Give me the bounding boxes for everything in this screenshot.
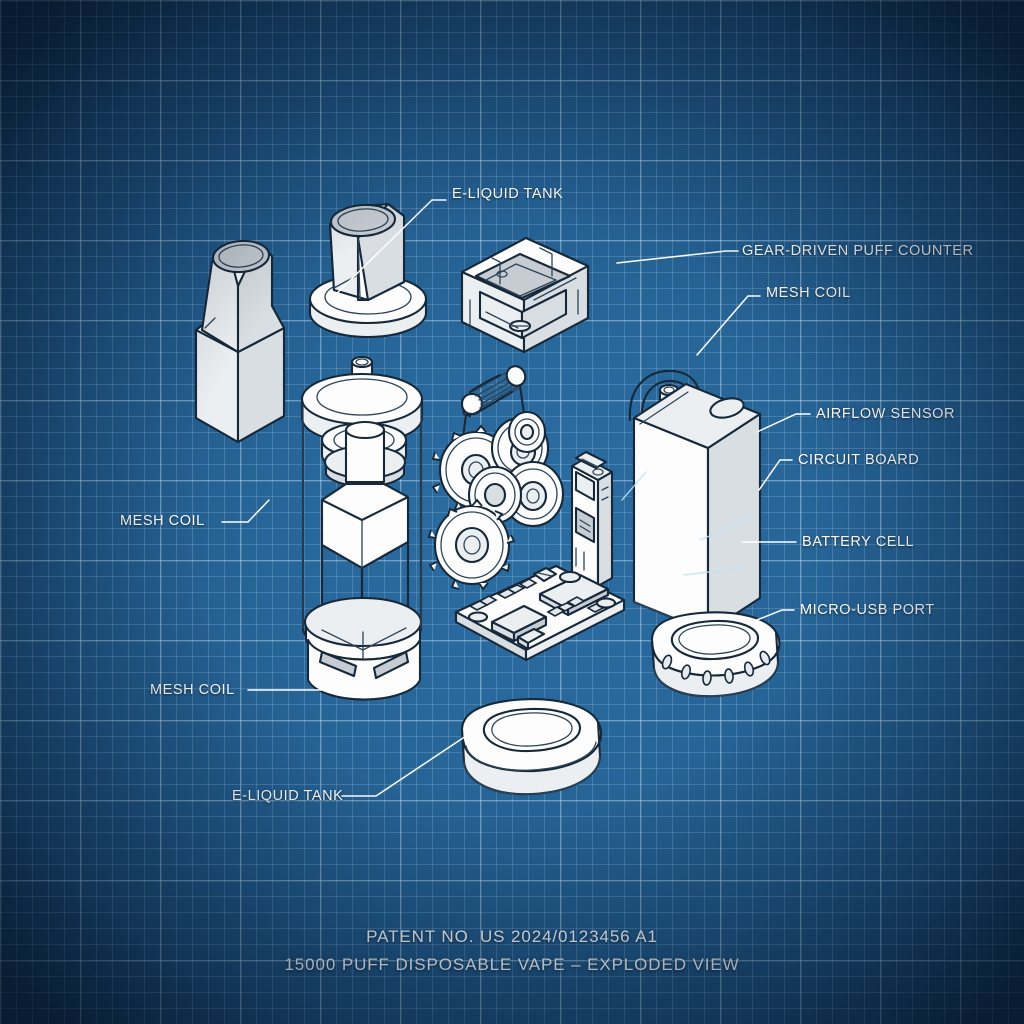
leader-e-liquid-tank-top: [329, 199, 447, 301]
label-battery-cell: BATTERY CELL: [802, 534, 915, 550]
label-e-liquid-tank-bottom: E-LIQUID TANK: [232, 788, 344, 804]
leader-internal-battery: [683, 567, 743, 576]
label-circuit-board: CIRCUIT BOARD: [798, 452, 920, 468]
label-micro-usb-port: MICRO-USB PORT: [800, 602, 935, 618]
label-airflow-sensor: AIRFLOW SENSOR: [816, 406, 956, 422]
leader-airflow-sensor: [756, 413, 811, 433]
leader-mesh-coil-left-upper: [221, 499, 270, 523]
footer-patent-number: PATENT NO. US 2024/0123456 A1: [366, 927, 658, 946]
footer-title: 15000 PUFF DISPOSABLE VAPE – EXPLODED VI…: [284, 955, 740, 974]
label-mesh-coil-right: MESH COIL: [766, 285, 851, 301]
leader-internal-sensor: [621, 471, 647, 501]
leader-gear-driven-puff-counter: [616, 250, 739, 264]
label-gear-driven-puff-counter: GEAR-DRIVEN PUFF COUNTER: [742, 243, 974, 259]
leader-internal-circuit: [699, 515, 757, 541]
leader-micro-usb-port: [756, 609, 795, 621]
leader-circuit-board: [758, 459, 793, 491]
label-mesh-coil-left-lower: MESH COIL: [150, 682, 235, 698]
leader-mesh-coil-right: [696, 295, 761, 356]
leader-e-liquid-tank-bottom: [341, 735, 467, 797]
label-mesh-coil-left-upper: MESH COIL: [120, 513, 205, 529]
label-e-liquid-tank-top: E-LIQUID TANK: [452, 186, 564, 202]
